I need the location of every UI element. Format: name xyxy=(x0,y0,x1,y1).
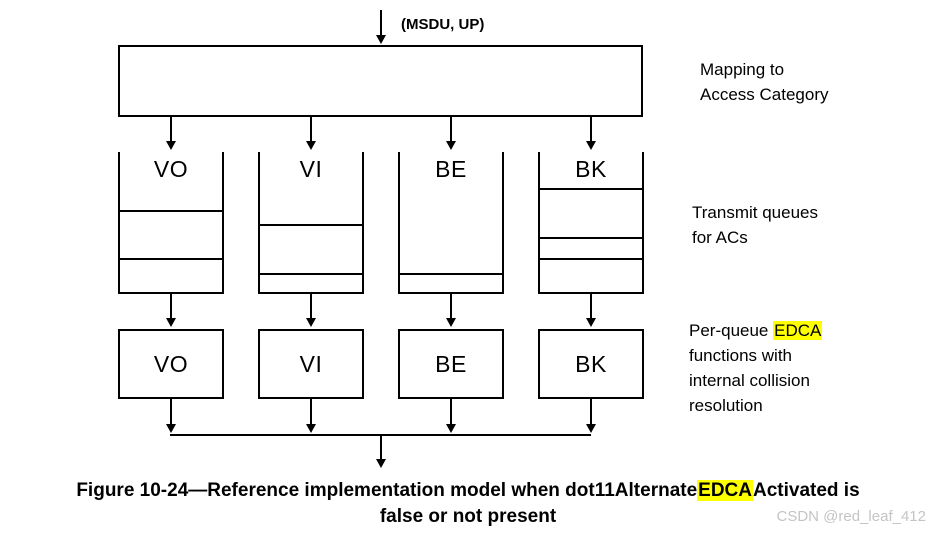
edca-function-box-be: BE xyxy=(398,329,504,399)
queue-item-divider xyxy=(260,273,362,275)
mapping-side-label-line2: Access Category xyxy=(700,85,829,104)
edca-side-line1-highlight: EDCA xyxy=(773,321,823,340)
edca-function-box-vo: VO xyxy=(118,329,224,399)
queue-item-divider xyxy=(260,224,362,226)
caption-line1-prefix: Figure 10-24—Reference implementation mo… xyxy=(76,480,698,501)
queue-label-be: BE xyxy=(435,156,467,182)
edca-functions-side-label-line3: internal collision xyxy=(689,371,810,390)
flow-arrow-edca-to-bus-bk xyxy=(590,399,592,425)
transmit-queue-be: BE xyxy=(398,152,504,294)
edca-functions-side-label-line4: resolution xyxy=(689,396,763,415)
figure-caption-line1: Figure 10-24—Reference implementation mo… xyxy=(0,478,936,504)
transmit-queues-side-label: Transmit queues for ACs xyxy=(692,200,818,250)
msdu-up-label: (MSDU, UP) xyxy=(401,16,485,33)
queue-item-divider xyxy=(540,237,642,239)
flow-arrow-queue-to-edca-vi xyxy=(310,294,312,319)
flow-arrow-box-to-queue-vi xyxy=(310,117,312,142)
edca-function-box-bk: BK xyxy=(538,329,644,399)
transmit-queues-side-label-line2: for ACs xyxy=(692,228,748,247)
queue-label-vi: VI xyxy=(299,156,323,182)
caption-line1-suffix: Activated is xyxy=(753,480,860,501)
final-output-arrow xyxy=(380,435,382,460)
mapping-side-label: Mapping to Access Category xyxy=(700,57,829,107)
queue-item-divider xyxy=(540,188,642,190)
edca-function-box-vi: VI xyxy=(258,329,364,399)
transmit-queue-vo: VO xyxy=(118,152,224,294)
flow-arrow-edca-to-bus-vo xyxy=(170,399,172,425)
queue-item-divider xyxy=(400,273,502,275)
flow-arrow-queue-to-edca-be xyxy=(450,294,452,319)
queue-item-divider xyxy=(120,258,222,260)
transmit-queues-side-label-line1: Transmit queues xyxy=(692,203,818,222)
flow-arrow-queue-to-edca-bk xyxy=(590,294,592,319)
transmit-queue-bk: BK xyxy=(538,152,644,294)
mapping-to-access-category-box xyxy=(118,45,643,117)
figure-caption-line2: false or not present xyxy=(379,506,557,527)
figure-caption: Figure 10-24—Reference implementation mo… xyxy=(0,478,936,530)
queue-item-divider xyxy=(540,258,642,260)
transmit-queue-vi: VI xyxy=(258,152,364,294)
queue-label-vo: VO xyxy=(153,156,189,182)
csdn-watermark: CSDN @red_leaf_412 xyxy=(776,508,926,525)
edca-side-line1-prefix: Per-queue xyxy=(689,321,774,340)
caption-line1-highlight: EDCA xyxy=(697,480,753,501)
flow-arrow-edca-to-bus-vi xyxy=(310,399,312,425)
mapping-side-label-line1: Mapping to xyxy=(700,60,785,79)
queue-label-bk: BK xyxy=(575,156,607,182)
msdu-input-arrow xyxy=(380,10,382,36)
flow-arrow-edca-to-bus-be xyxy=(450,399,452,425)
flow-arrow-box-to-queue-bk xyxy=(590,117,592,142)
edca-functions-side-label-line1: Per-queue EDCA xyxy=(689,318,823,343)
flow-arrow-box-to-queue-vo xyxy=(170,117,172,142)
queue-item-divider xyxy=(120,210,222,212)
flow-arrow-queue-to-edca-vo xyxy=(170,294,172,319)
edca-functions-side-label-line2: functions with xyxy=(689,346,792,365)
flow-arrow-box-to-queue-be xyxy=(450,117,452,142)
edca-functions-side-label: Per-queue EDCA functions with internal c… xyxy=(689,318,823,418)
